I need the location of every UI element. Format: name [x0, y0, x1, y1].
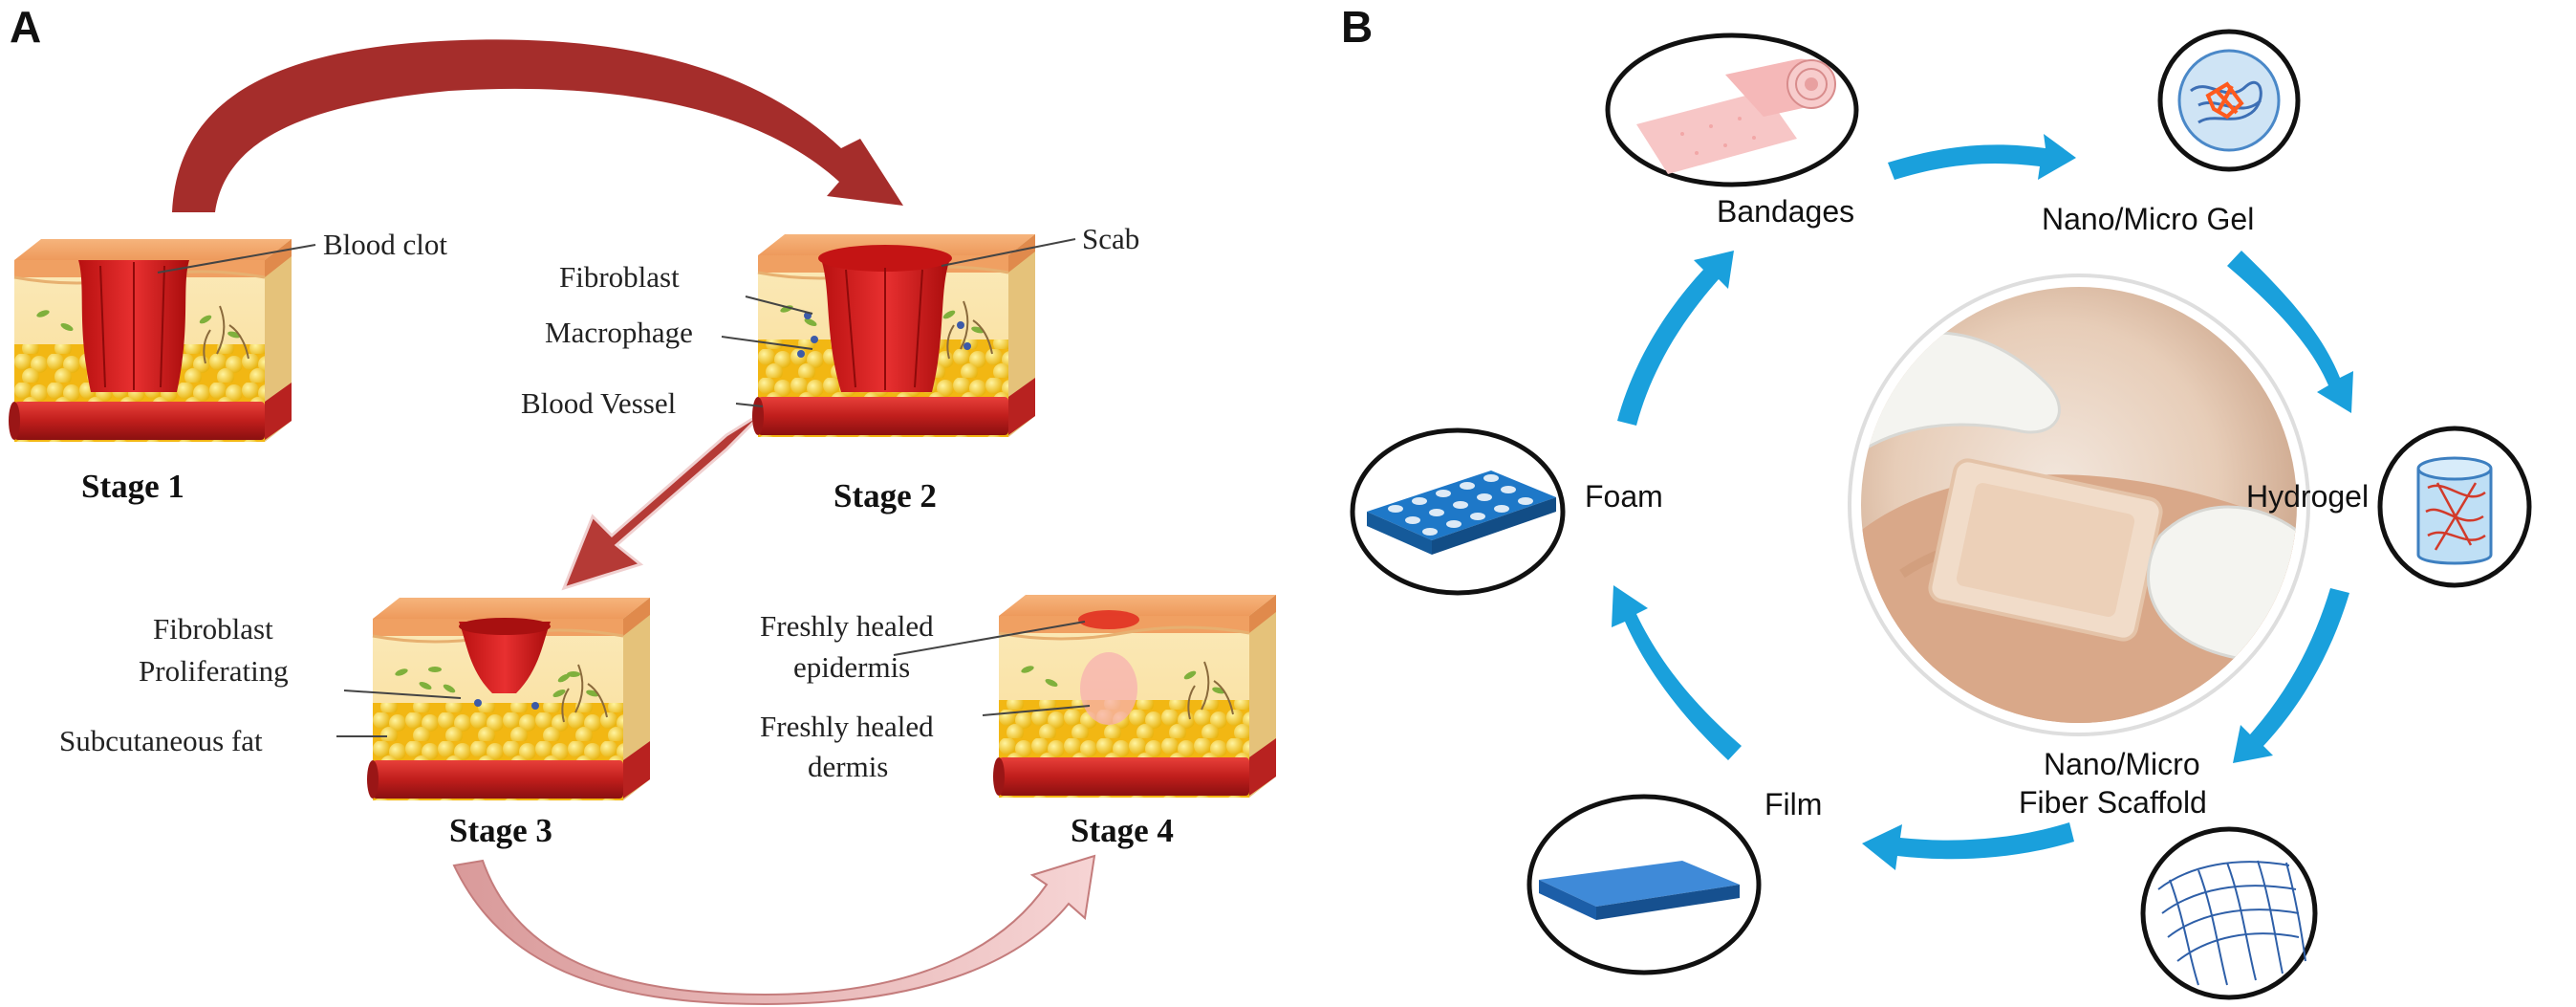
label-fiber-scaffold-line2: Fiber Scaffold: [2019, 785, 2207, 820]
center-dressing-photo: [1848, 274, 2310, 736]
cycle-arrows: [1612, 134, 2353, 870]
healing-wound-shape: [459, 622, 551, 693]
diag-arrow-stage2-to-stage3: [561, 409, 767, 591]
label-macrophage: Macrophage: [545, 316, 693, 349]
stage-3-skin-block: [365, 596, 652, 802]
arrow-foam-to-bandages: [1617, 251, 1734, 426]
arrow-hydrogel-to-scaffold: [2233, 588, 2349, 763]
label-film: Film: [1764, 787, 1822, 821]
arrow-gel-to-hydrogel: [2227, 251, 2353, 413]
foam-block-icon: [1350, 427, 1566, 596]
panel-a-letter: A: [10, 2, 41, 52]
label-subcutaneous-fat: Subcutaneous fat: [59, 724, 263, 757]
stage-3-label: Stage 3: [449, 812, 552, 849]
label-proliferating: Proliferating: [139, 654, 289, 688]
stage-2-skin-block: [750, 232, 1037, 439]
stage-1-label: Stage 1: [81, 468, 184, 505]
arrow-scaffold-to-film: [1862, 822, 2074, 870]
healed-epidermis-mark: [1078, 610, 1139, 629]
arc-arrow-stage1-to-stage2: [172, 39, 903, 212]
label-epidermis: epidermis: [793, 650, 910, 684]
healed-dermis-mark: [1080, 652, 1137, 725]
label-nano-micro-line1: Nano/Micro: [2044, 747, 2200, 781]
stage-2-label: Stage 2: [833, 477, 937, 514]
fiber-scaffold-icon: [2140, 826, 2318, 1000]
label-foam: Foam: [1585, 479, 1663, 514]
label-scab: Scab: [1082, 222, 1139, 255]
gel-particle-icon: [2157, 29, 2301, 172]
scab-top: [818, 245, 952, 272]
stage-4-label: Stage 4: [1071, 812, 1174, 849]
label-freshly-healed-1: Freshly healed: [760, 609, 934, 643]
label-bandages: Bandages: [1717, 194, 1854, 229]
arc-arrow-stage3-to-stage4: [452, 854, 1096, 1006]
bandage-roll-icon: [1605, 33, 1859, 187]
stage-4-skin-block: [991, 593, 1278, 799]
hydrogel-cylinder-icon: [2377, 426, 2532, 588]
arrow-film-to-foam: [1612, 585, 1742, 760]
label-fibroblast-stage2: Fibroblast: [559, 260, 680, 294]
film-sheet-icon: [1526, 794, 1762, 975]
panel-b-letter: B: [1341, 2, 1373, 52]
label-dermis: dermis: [808, 750, 888, 783]
stage-1-skin-block: [7, 237, 293, 444]
label-blood-vessel: Blood Vessel: [521, 386, 676, 420]
label-freshly-healed-2: Freshly healed: [760, 710, 934, 743]
label-hydrogel: Hydrogel: [2246, 479, 2369, 514]
arrow-bandages-to-gel: [1888, 134, 2076, 180]
label-fibroblast-stage3: Fibroblast: [153, 612, 273, 646]
label-nano-micro-gel: Nano/Micro Gel: [2042, 202, 2254, 236]
label-blood-clot: Blood clot: [323, 228, 447, 261]
